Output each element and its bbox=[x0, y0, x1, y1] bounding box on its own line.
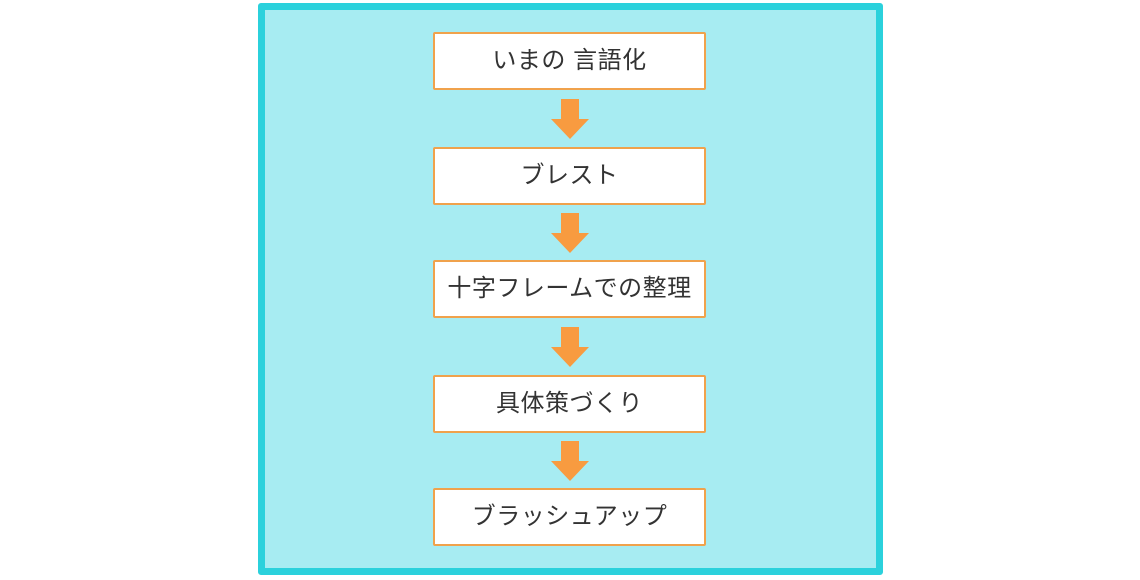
flow-step-1-label: いまの 言語化 bbox=[492, 47, 647, 74]
arrow-down-shape bbox=[551, 327, 589, 367]
arrow-down-icon bbox=[551, 327, 589, 367]
flow-step-3: 十字フレームでの整理 bbox=[433, 260, 706, 318]
flow-step-5: ブラッシュアップ bbox=[433, 488, 706, 546]
arrow-down-icon bbox=[551, 213, 589, 253]
flow-step-3-label: 十字フレームでの整理 bbox=[447, 275, 692, 302]
flow-step-2: ブレスト bbox=[433, 147, 706, 205]
arrow-down-shape bbox=[551, 441, 589, 481]
flow-step-2-label: ブレスト bbox=[520, 162, 619, 189]
arrow-down-icon bbox=[551, 99, 589, 139]
arrow-down-shape bbox=[551, 99, 589, 139]
arrow-down-shape bbox=[551, 213, 589, 253]
flow-step-5-label: ブラッシュアップ bbox=[471, 503, 668, 530]
flow-step-1: いまの 言語化 bbox=[433, 32, 706, 90]
flow-step-4: 具体策づくり bbox=[433, 375, 706, 433]
flow-panel: いまの 言語化 ブレスト 十字フレームでの整理 具体策づくり ブラッシュアップ bbox=[258, 3, 883, 575]
arrow-down-icon bbox=[551, 441, 589, 481]
flow-step-4-label: 具体策づくり bbox=[496, 390, 643, 417]
